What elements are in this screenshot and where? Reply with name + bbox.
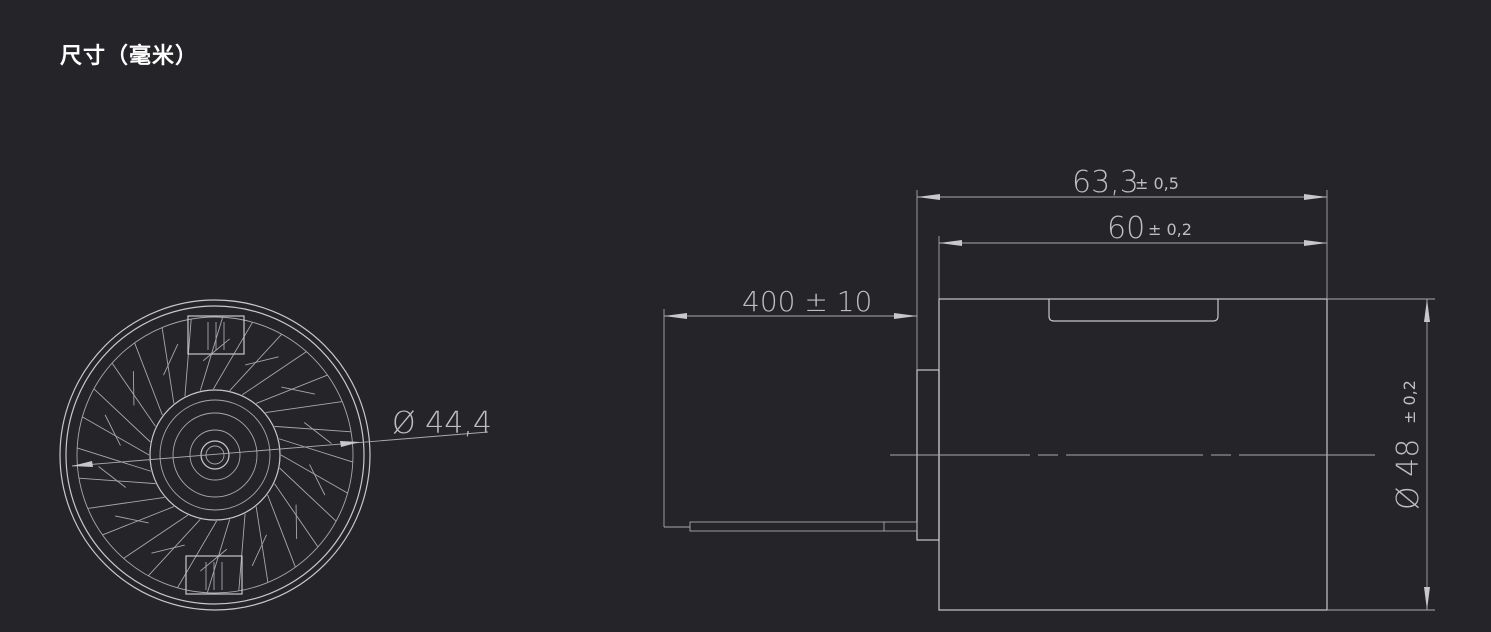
blade-detail [245, 356, 279, 366]
outer-ring-inner [65, 305, 365, 605]
blade-detail [98, 466, 126, 488]
blade-detail [200, 548, 228, 572]
fan-blade [87, 496, 175, 536]
blade-detail [304, 422, 332, 444]
diameter-label: Ø 48 [1391, 439, 1426, 510]
blade-detail [295, 504, 298, 539]
fan-blade [82, 388, 151, 456]
cable [689, 521, 918, 532]
outer-ring [59, 299, 371, 611]
cable-length-label: 400 ± 10 [742, 285, 872, 318]
motor-body [938, 298, 1328, 611]
blade-detail [281, 386, 315, 395]
hub-ring-2 [172, 412, 258, 498]
fan-blade [238, 506, 269, 591]
blade-detail [151, 544, 185, 554]
fan-blade [255, 374, 343, 414]
fan-blades [77, 317, 353, 593]
blade-detail [309, 464, 326, 496]
blade-detail [115, 515, 149, 524]
body-tab [1048, 299, 1219, 322]
fan-blade [123, 514, 201, 577]
shaft-collar [189, 429, 241, 481]
fan-blade [229, 333, 307, 396]
page-title: 尺寸（毫米） [60, 44, 199, 69]
hub-outer [149, 389, 281, 521]
front-view: Ø 44,4 [59, 299, 492, 611]
shaft-outer [200, 440, 230, 470]
body-length-label: 60 [1107, 211, 1145, 246]
diameter-tol: ± 0,2 [1400, 380, 1419, 424]
blade-detail [104, 414, 121, 446]
overall-length-tol: ± 0,5 [1135, 174, 1179, 193]
blade-tip-circle [76, 316, 354, 594]
hub-ring [159, 399, 271, 511]
blade-detail [132, 371, 135, 406]
fan-blade [279, 454, 348, 522]
side-view: 63,3 ± 0,5 60 ± 0,2 400 ± 10 Ø 48 ± 0,2 [663, 165, 1435, 611]
diameter-leader [71, 431, 489, 467]
blade-detail [251, 534, 267, 567]
fan-blade [161, 319, 192, 404]
overall-length-label: 63,3 [1072, 165, 1139, 200]
blade-detail [163, 343, 179, 376]
body-length-tol: ± 0,2 [1148, 220, 1192, 239]
front-diameter-label: Ø 44,4 [392, 406, 492, 441]
mount-block-top [187, 315, 245, 355]
mount-block-bottom [185, 555, 243, 595]
